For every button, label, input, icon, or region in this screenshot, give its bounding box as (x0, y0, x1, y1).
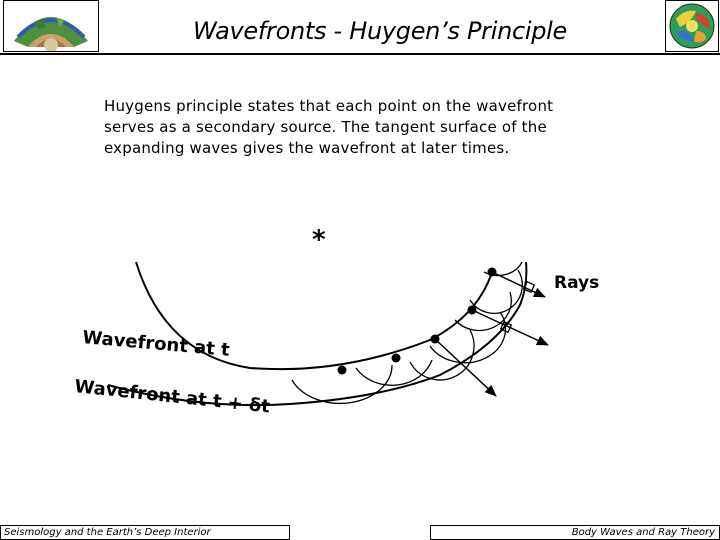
secondary-wavelet (409, 329, 475, 381)
earth-cutaway-logo-icon (3, 0, 99, 52)
secondary-wavelet (469, 269, 523, 314)
wavefront-t-dt-label: Wavefront at t + δt (73, 376, 271, 417)
description-line: Huygens principle states that each point… (104, 97, 554, 115)
slide-header: Wavefronts - Huygen’s Principle (0, 0, 720, 56)
wavefront-t-label: Wavefront at t (82, 327, 231, 361)
right-angle-marker (499, 320, 513, 334)
rays-label: Rays (554, 273, 599, 293)
wavefront-t-dt-curve (107, 261, 528, 407)
footer-course-title: Seismology and the Earth’s Deep Interior (0, 525, 290, 540)
secondary-wavelet (355, 359, 433, 386)
description-line: serves as a secondary source. The tangen… (104, 118, 547, 136)
secondary-wavelet (291, 364, 393, 405)
ray-arrow (434, 338, 497, 397)
footer-section-title: Body Waves and Ray Theory (430, 525, 720, 540)
source-point: * (312, 225, 326, 255)
globe-tomography-logo-icon (665, 0, 719, 52)
secondary-source-point (391, 353, 401, 363)
description-line: expanding waves gives the wavefront at l… (104, 139, 510, 157)
secondary-source-point (337, 365, 347, 375)
ray-arrow (491, 271, 546, 298)
description-text: Huygens principle states that each point… (104, 96, 624, 159)
header-divider (0, 53, 720, 55)
wavefront-t-curve (135, 261, 493, 371)
page-title: Wavefronts - Huygen’s Principle (192, 17, 568, 45)
right-angle-marker (522, 280, 536, 294)
secondary-wavelet (454, 291, 512, 332)
